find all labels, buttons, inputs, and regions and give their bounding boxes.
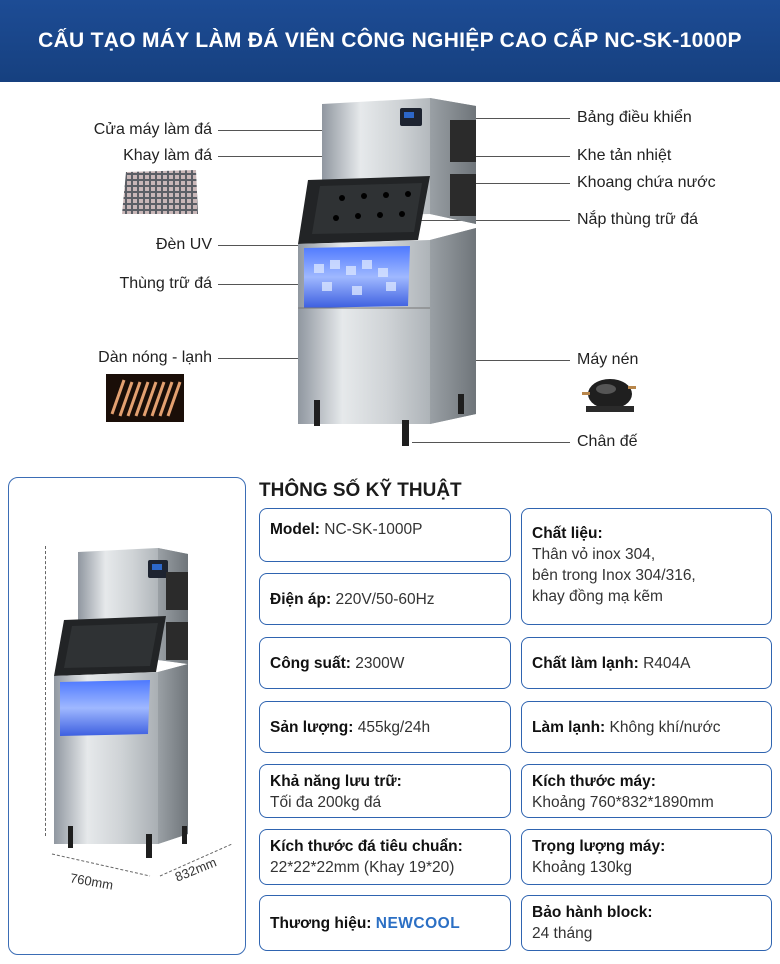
label-compressor: Máy nén bbox=[577, 351, 639, 368]
label-uv-lamp: Đèn UV bbox=[155, 236, 212, 253]
spec-value: 24 tháng bbox=[532, 925, 593, 942]
spec-refrigerant: Chất làm lạnh: R404A bbox=[521, 637, 772, 689]
leader-line bbox=[218, 156, 338, 157]
leader-line bbox=[440, 360, 570, 361]
spec-storage: Khả năng lưu trữ: Tối đa 200kg đá bbox=[259, 764, 511, 818]
spec-value: 220V/50-60Hz bbox=[335, 590, 435, 608]
condenser-photo bbox=[106, 374, 184, 422]
spec-machine-size: Kích thước máy: Khoảng 760*832*1890mm bbox=[521, 764, 772, 818]
label-feet: Chân đế bbox=[577, 433, 638, 450]
spec-key: Chất liệu: bbox=[532, 525, 603, 542]
spec-value: khay đồng mạ kẽm bbox=[532, 588, 663, 605]
leader-line bbox=[218, 245, 338, 246]
spec-key: Sản lượng: bbox=[270, 718, 354, 736]
spec-key: Khả năng lưu trữ: bbox=[270, 773, 402, 790]
ice-tray-photo bbox=[122, 170, 198, 214]
label-heat-vent: Khe tản nhiệt bbox=[577, 147, 672, 164]
spec-value: NC-SK-1000P bbox=[324, 521, 423, 538]
page-title: CẤU TẠO MÁY LÀM ĐÁ VIÊN CÔNG NGHIỆP CAO … bbox=[38, 29, 742, 52]
spec-brand: Thương hiệu: NEWCOOL bbox=[259, 895, 511, 951]
label-ice-tray: Khay làm đá bbox=[123, 147, 212, 164]
spec-value: Tối đa 200kg đá bbox=[270, 794, 382, 811]
label-condenser: Dàn nóng - lạnh bbox=[98, 349, 212, 366]
spec-value: Khoảng 760*832*1890mm bbox=[532, 794, 714, 811]
spec-value: R404A bbox=[643, 654, 691, 672]
spec-power: Công suất: 2300W bbox=[259, 637, 511, 689]
label-water-tank: Khoang chứa nước bbox=[577, 174, 716, 191]
spec-value: Không khí/nước bbox=[609, 718, 721, 736]
leader-line bbox=[218, 358, 318, 359]
spec-voltage: Điện áp: 220V/50-60Hz bbox=[259, 573, 511, 625]
label-bin-lid: Nắp thùng trữ đá bbox=[577, 211, 699, 228]
depth-dimension-line bbox=[159, 843, 233, 877]
spec-key: Chất làm lạnh: bbox=[532, 654, 639, 672]
leader-line bbox=[410, 220, 570, 221]
leader-line bbox=[420, 118, 570, 119]
spec-value: 22*22*22mm (Khay 19*20) bbox=[270, 859, 455, 876]
spec-key: Model: bbox=[270, 521, 320, 538]
spec-value: 2300W bbox=[355, 654, 405, 672]
spec-material: Chất liệu: Thân vỏ inox 304, bên trong I… bbox=[521, 508, 772, 625]
spec-value: Thân vỏ inox 304, bbox=[532, 546, 656, 563]
compressor-photo bbox=[582, 379, 636, 412]
leader-line bbox=[412, 442, 570, 443]
spec-model: Model: NC-SK-1000P bbox=[259, 508, 511, 562]
label-control-panel: Bảng điều khiển bbox=[577, 109, 692, 126]
leader-line bbox=[218, 130, 338, 131]
ice-machine-illustration bbox=[298, 98, 476, 446]
height-dimension-line bbox=[45, 546, 46, 836]
spec-key: Công suất: bbox=[270, 654, 351, 672]
spec-key: Trọng lượng máy: bbox=[532, 838, 666, 855]
leader-line bbox=[436, 183, 570, 184]
spec-ice-size: Kích thước đá tiêu chuẩn: 22*22*22mm (Kh… bbox=[259, 829, 511, 885]
spec-key: Thương hiệu: bbox=[270, 914, 372, 932]
spec-value: 455kg/24h bbox=[357, 718, 431, 736]
leader-line bbox=[476, 156, 570, 157]
spec-title: THÔNG SỐ KỸ THUẬT bbox=[259, 480, 462, 501]
spec-output: Sản lượng: 455kg/24h bbox=[259, 701, 511, 753]
label-ice-bin: Thùng trữ đá bbox=[119, 275, 212, 292]
spec-weight: Trọng lượng máy: Khoảng 130kg bbox=[521, 829, 772, 885]
spec-key: Điện áp: bbox=[270, 590, 332, 608]
spec-warranty: Bảo hành block: 24 tháng bbox=[521, 895, 772, 951]
width-dimension-line bbox=[51, 853, 151, 877]
page-header: CẤU TẠO MÁY LÀM ĐÁ VIÊN CÔNG NGHIỆP CAO … bbox=[0, 0, 780, 82]
brand-name: NEWCOOL bbox=[375, 914, 461, 932]
spec-key: Bảo hành block: bbox=[532, 904, 653, 921]
spec-cooling: Làm lạnh: Không khí/nước bbox=[521, 701, 772, 753]
label-ice-door: Cửa máy làm đá bbox=[93, 121, 212, 138]
spec-key: Kích thước đá tiêu chuẩn: bbox=[270, 838, 463, 855]
dimension-machine-illustration bbox=[54, 548, 188, 858]
spec-value: Khoảng 130kg bbox=[532, 859, 632, 876]
spec-key: Làm lạnh: bbox=[532, 718, 606, 736]
spec-key: Kích thước máy: bbox=[532, 773, 656, 790]
spec-value: bên trong Inox 304/316, bbox=[532, 567, 696, 584]
leader-line bbox=[218, 284, 328, 285]
